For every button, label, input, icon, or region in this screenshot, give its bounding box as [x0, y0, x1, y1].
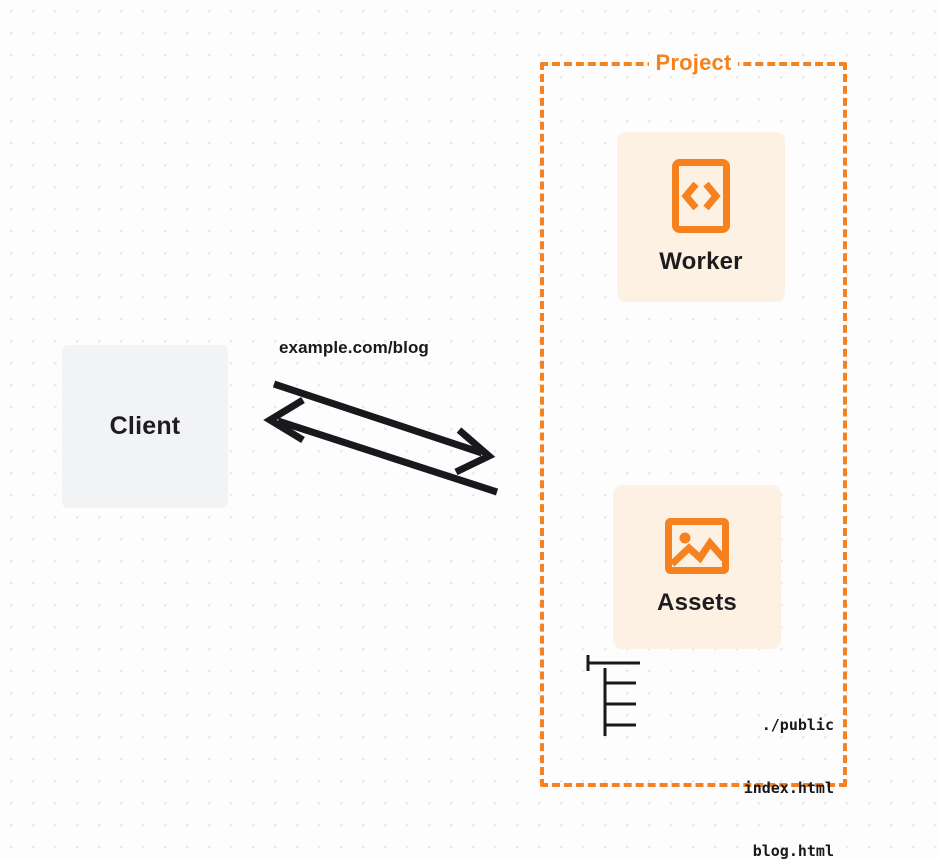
assets-card-label: Assets — [657, 589, 737, 616]
response-arrow — [263, 397, 499, 496]
file-tree-file-label: index.html — [743, 779, 834, 797]
project-group-title: Project — [648, 50, 739, 76]
file-tree-row: index.html — [584, 778, 834, 799]
client-node[interactable]: Client — [62, 345, 228, 508]
client-node-label: Client — [109, 412, 181, 440]
assets-card[interactable]: Assets — [613, 485, 781, 649]
file-tree-root-label: ./public — [761, 716, 834, 734]
code-brackets-icon — [671, 158, 731, 234]
assets-file-tree: ./public index.html blog.html contact.ht… — [584, 652, 834, 860]
file-tree-row: ./public — [584, 715, 834, 736]
connection-label: example.com/blog — [279, 338, 429, 357]
request-arrow — [272, 380, 496, 476]
worker-card[interactable]: Worker — [617, 132, 785, 302]
image-icon — [664, 517, 730, 575]
file-tree-row: blog.html — [584, 841, 834, 860]
worker-card-label: Worker — [659, 248, 743, 275]
file-tree-file-label: blog.html — [752, 842, 834, 860]
project-group: Project Worker Assets — [540, 50, 847, 860]
